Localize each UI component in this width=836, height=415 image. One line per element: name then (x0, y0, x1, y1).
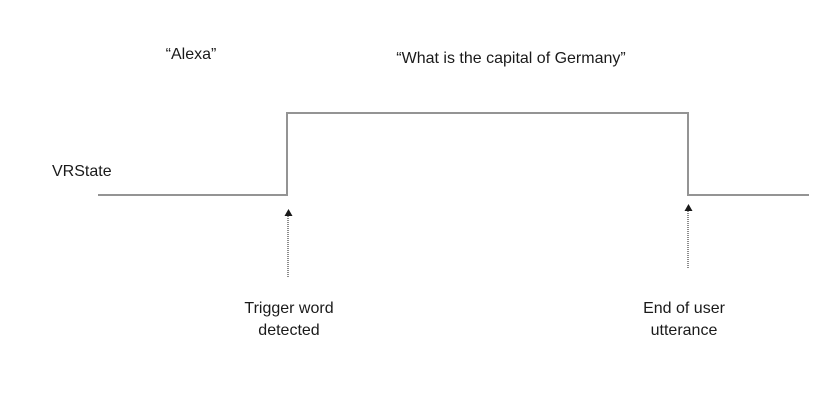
trigger-word-detected-label: Trigger word detected (244, 300, 334, 340)
trigger-word-arrow (284, 209, 293, 277)
arrow-up-icon (284, 209, 292, 216)
signal-name-label: VRState (52, 163, 112, 180)
end-utterance-arrow (684, 204, 693, 268)
alexa-utterance-label: “Alexa” (165, 46, 217, 63)
arrow-up-icon (684, 204, 692, 211)
question-utterance-label: “What is the capital of Germany” (396, 50, 626, 67)
end-of-user-utterance-label: End of user utterance (643, 300, 725, 340)
dotted-arrow-tail (687, 211, 689, 268)
dotted-arrow-tail (287, 216, 289, 277)
vrstate-pulse-line (98, 112, 809, 196)
